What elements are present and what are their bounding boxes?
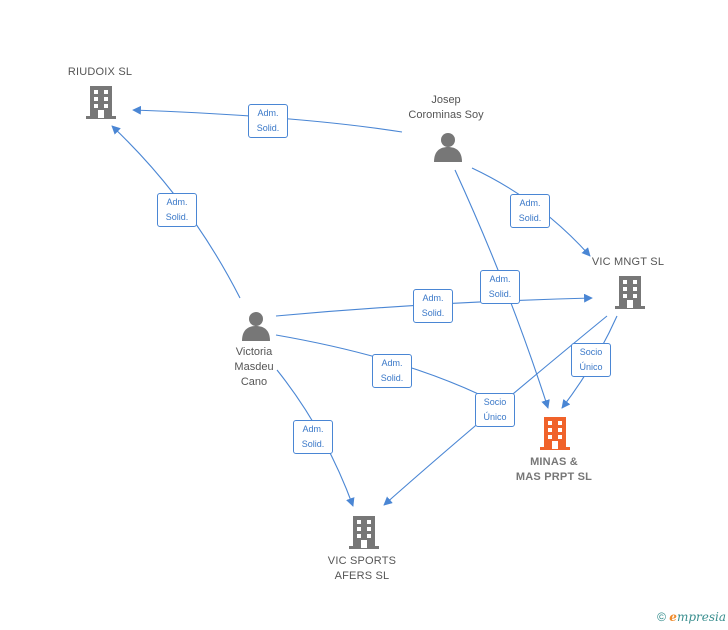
victoria-person-icon[interactable] (242, 312, 270, 341)
edge-label-vicmngt-minas: Socio Único (571, 343, 611, 377)
victoria-label[interactable]: Victoria Masdeu Cano (234, 346, 274, 388)
edge-label-victoria-minas: Adm. Solid. (372, 354, 412, 388)
minas-label[interactable]: MINAS & MAS PRPT SL (515, 456, 593, 483)
edge-label-josep-minas: Adm. Solid. (480, 270, 520, 304)
riudoix-building-icon[interactable] (86, 86, 116, 119)
empresia-watermark: © empresia (657, 610, 726, 624)
edge-label-josep-vicmngt: Adm. Solid. (510, 194, 550, 228)
empresia-logo: empresia (669, 610, 726, 624)
edge-label-josep-riudoix: Adm. Solid. (248, 104, 288, 138)
copyright-symbol: © (657, 610, 666, 624)
vic-sports-building-icon[interactable] (349, 516, 379, 549)
josep-person-icon[interactable] (434, 133, 462, 162)
vic-mngt-building-icon[interactable] (615, 276, 645, 309)
josep-label[interactable]: Josep Corominas Soy (408, 94, 484, 121)
edge-label-vicmngt-vicsports: Socio Único (475, 393, 515, 427)
vic-sports-label[interactable]: VIC SPORTS AFERS SL (327, 555, 397, 582)
vic-mngt-label[interactable]: VIC MNGT SL (591, 256, 665, 268)
riudoix-label[interactable]: RIUDOIX SL (67, 66, 133, 78)
edge-label-victoria-vicsports: Adm. Solid. (293, 420, 333, 454)
edge-label-victoria-vicmngt: Adm. Solid. (413, 289, 453, 323)
minas-building-icon[interactable] (540, 417, 570, 450)
edge-label-victoria-riudoix: Adm. Solid. (157, 193, 197, 227)
